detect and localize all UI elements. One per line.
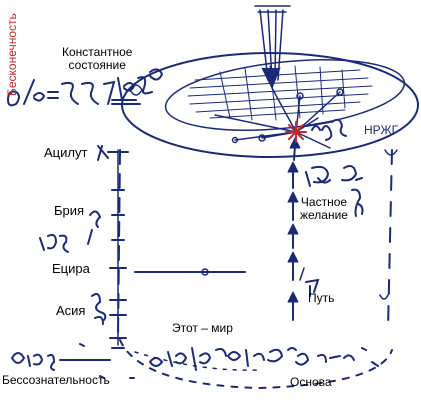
- ladder-ticks: [107, 151, 129, 349]
- assiya-label: Асия: [56, 303, 86, 318]
- bottom-ellipse: [119, 339, 393, 389]
- nrzhg-label: НРЖГ: [364, 123, 399, 137]
- infinity-label: Бесконечность: [5, 13, 19, 96]
- cylinder-right-wall: [387, 149, 393, 331]
- foundation-label: Основа: [290, 375, 332, 389]
- private-desire-label: Частное желание: [300, 195, 348, 222]
- yetzira-label: Ецира: [52, 261, 90, 276]
- unconscious-label: Бессознательность: [2, 373, 110, 387]
- arrowheads: [287, 137, 301, 303]
- focal-star: [285, 121, 307, 143]
- ray-nodes: [231, 88, 344, 144]
- this-world-label: Этот – мир: [172, 321, 233, 335]
- atzilut-label: Ацилут: [44, 145, 88, 160]
- constant-state-label: Константное состояние: [62, 45, 133, 72]
- path-label: Путь: [308, 291, 335, 305]
- handwriting-scribbles: [6, 68, 379, 379]
- beam-arrowhead: [261, 67, 281, 89]
- beria-label: Брия: [54, 203, 85, 218]
- inner-ellipse: [164, 59, 406, 131]
